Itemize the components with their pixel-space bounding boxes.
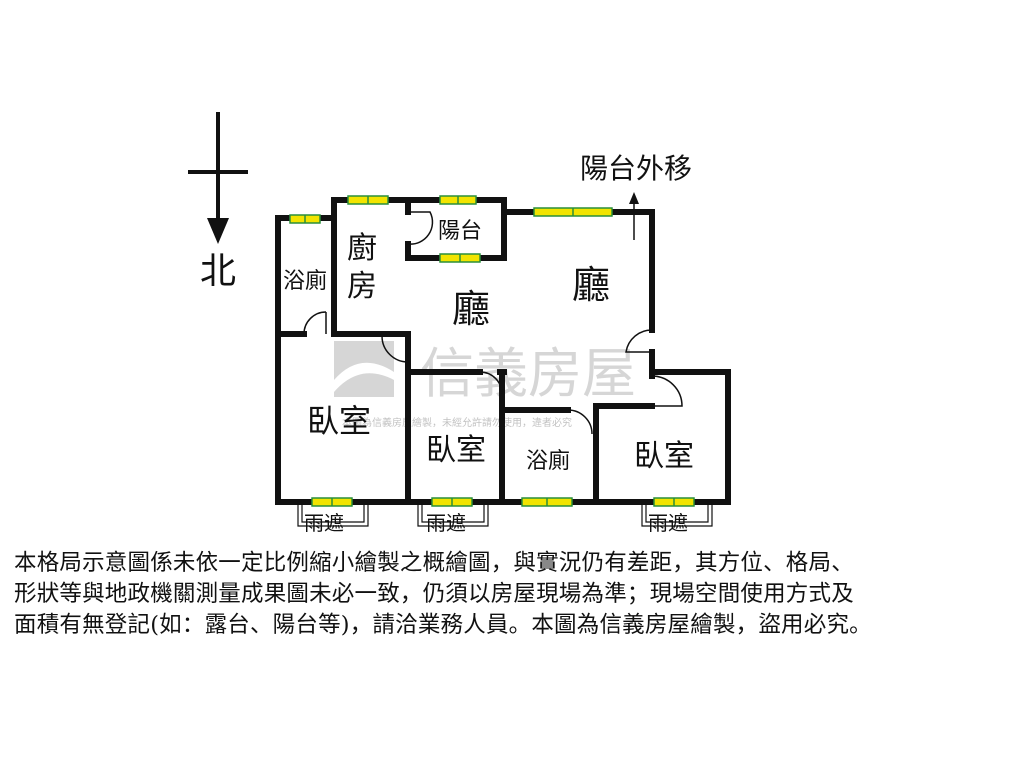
door-swing-icon [381,335,409,363]
room-bedroom-mid: 臥室 [426,433,486,468]
room-bedroom-right: 臥室 [634,439,694,474]
room-bathroom-mid: 浴廁 [526,449,570,474]
north-compass: 北 [188,112,248,292]
windows [289,195,695,507]
balcony-move-note: 陽台外移 [580,152,692,240]
disclaimer-line: 面積有無登記(如：露台、陽台等)，請洽業務人員。本圖為信義房屋繪製，盜用必究。 [14,612,872,638]
window-icon [653,497,695,507]
window-icon [289,214,321,224]
balcony-move-label: 陽台外移 [580,152,692,185]
window-icon [347,195,389,205]
window-icon [439,253,481,263]
disclaimer-line: 形狀等與地政機關測量成果圖未必一致，仍須以房屋現場為準；現場空間使用方式及 [14,581,854,607]
watermark-notice: 本圖為信義房屋繪製，未經允許請勿使用，違者必究 [342,416,572,429]
window-icon [311,497,353,507]
rain-covers [297,503,713,527]
watermark: 信義房屋 本圖為信義房屋繪製，未經允許請勿使用，違者必究 [334,328,636,429]
room-balcony: 陽台 [438,219,482,244]
doors [303,211,683,435]
rain-cover-label: 雨遮 [304,511,344,535]
door-swing-icon [625,329,653,353]
disclaimer-text: 本格局示意圖係未依一定比例縮小繪製之概繪圖，與實況仍有差距，其方位、格局、 形狀… [14,548,1014,641]
room-kitchen-char1: 廚 [347,231,377,266]
door-swing-icon [651,375,683,407]
arrow-down-icon [207,218,229,244]
window-icon [521,497,573,507]
door-swing-icon [407,211,434,245]
room-hall-center: 廳 [452,287,490,331]
window-icon [439,195,477,205]
room-bedroom-left: 臥室 [307,402,371,440]
north-label: 北 [200,251,236,292]
room-bathroom-left: 浴廁 [283,269,327,294]
brand-logo-icon [334,328,394,397]
disclaimer-line: 本格局示意圖係未依一定比例縮小繪製之概繪圖，與實況仍有差距，其方位、格局、 [14,550,854,576]
rain-cover-label: 雨遮 [648,511,688,535]
window-icon [431,497,473,507]
rain-cover-label: 雨遮 [426,511,466,535]
door-swing-icon [303,311,327,335]
window-icon [533,207,613,217]
room-hall-right: 廳 [572,263,610,307]
door-swing-icon [479,371,503,395]
door-swing-icon [567,409,593,435]
floor-plan: 信義房屋 本圖為信義房屋繪製，未經允許請勿使用，違者必究 北 陽台外移 [188,112,731,535]
arrow-up-icon [629,192,639,204]
room-kitchen-char2: 房 [347,269,377,304]
